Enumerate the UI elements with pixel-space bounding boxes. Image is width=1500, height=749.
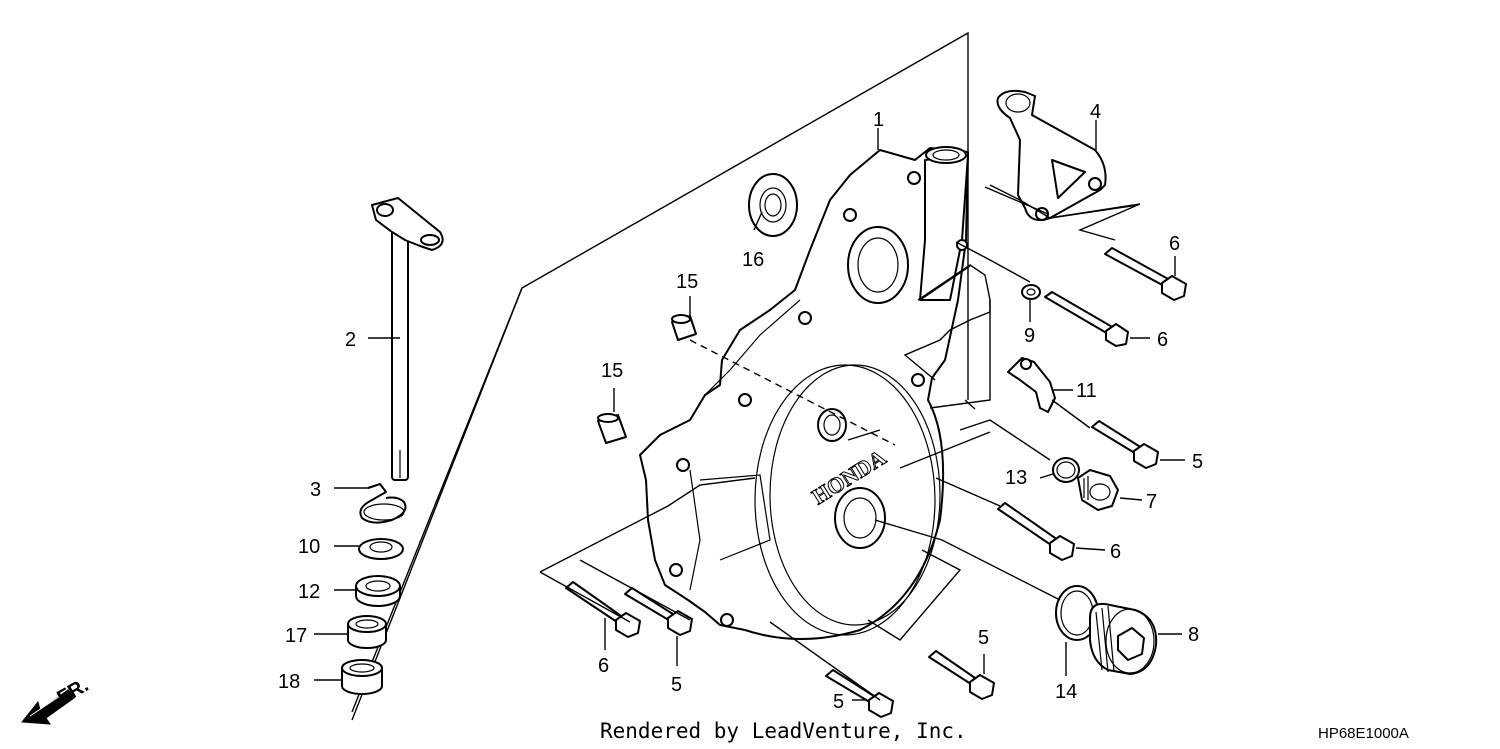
dowel-pin-lower-part[interactable] — [597, 413, 627, 444]
callout-1: 1 — [873, 109, 884, 131]
callout-14: 14 — [1055, 681, 1077, 703]
hose-bracket-part[interactable] — [996, 89, 1107, 221]
crankcase-cover-part[interactable]: HONDA — [639, 146, 969, 640]
callout-6-d: 6 — [598, 655, 609, 677]
return-spring-part[interactable] — [359, 483, 407, 524]
shift-spindle-part[interactable] — [371, 197, 444, 481]
callout-15-a: 15 — [676, 271, 698, 293]
footer-credit: Rendered by LeadVenture, Inc. — [600, 719, 967, 743]
callout-8: 8 — [1188, 624, 1199, 646]
callout-15-b: 15 — [601, 360, 623, 382]
bolt-6-top[interactable] — [1104, 247, 1187, 301]
timing-hole-cap-part[interactable] — [1077, 469, 1119, 511]
callout-11: 11 — [1076, 380, 1097, 402]
o-ring-small-part[interactable] — [1052, 457, 1080, 483]
bolt-5-bottom[interactable] — [825, 669, 894, 718]
callout-12: 12 — [298, 581, 320, 603]
callout-6-b: 6 — [1157, 329, 1168, 351]
callout-10: 10 — [298, 536, 320, 558]
needle-bearing-part-18[interactable] — [341, 659, 383, 695]
callout-4: 4 — [1090, 101, 1101, 123]
callout-18: 18 — [278, 671, 300, 693]
sealing-washer-part[interactable] — [1021, 284, 1041, 300]
bolt-5-bottom-right[interactable] — [928, 650, 995, 700]
diagram-code: HP68E1000A — [1318, 725, 1409, 742]
leader-lines — [314, 120, 1185, 701]
washer-part[interactable] — [358, 538, 404, 560]
bearing-part[interactable] — [748, 173, 798, 237]
callout-5-b: 5 — [978, 627, 989, 649]
crankshaft-hole-cap-part[interactable] — [1089, 602, 1158, 675]
callout-5-c: 5 — [671, 674, 682, 696]
callout-7: 7 — [1146, 491, 1157, 513]
callout-3: 3 — [310, 479, 321, 501]
callout-6-c: 6 — [1110, 541, 1121, 563]
front-direction-arrow: FR. — [21, 674, 92, 725]
callout-labels: 1 2 3 4 5 5 5 5 6 6 6 6 7 8 9 10 11 12 1… — [278, 101, 1203, 713]
callout-13: 13 — [1005, 467, 1027, 489]
callout-5-a: 5 — [1192, 451, 1203, 473]
callout-5-d: 5 — [833, 691, 844, 713]
bolt-5-left[interactable] — [624, 587, 693, 636]
clamp-part[interactable] — [1007, 357, 1056, 413]
bolt-6-mid[interactable] — [1044, 291, 1129, 347]
callout-17: 17 — [285, 625, 307, 647]
needle-bearing-part-17[interactable] — [347, 615, 387, 649]
dowel-pin-upper-part[interactable] — [671, 314, 697, 341]
bolt-5-right[interactable] — [1091, 420, 1159, 469]
oil-seal-part[interactable] — [355, 575, 401, 607]
callout-2: 2 — [345, 329, 356, 351]
bolt-6-lower[interactable] — [997, 502, 1075, 561]
callout-16: 16 — [742, 249, 764, 271]
callout-6-a: 6 — [1169, 233, 1180, 255]
callout-9: 9 — [1024, 325, 1035, 347]
